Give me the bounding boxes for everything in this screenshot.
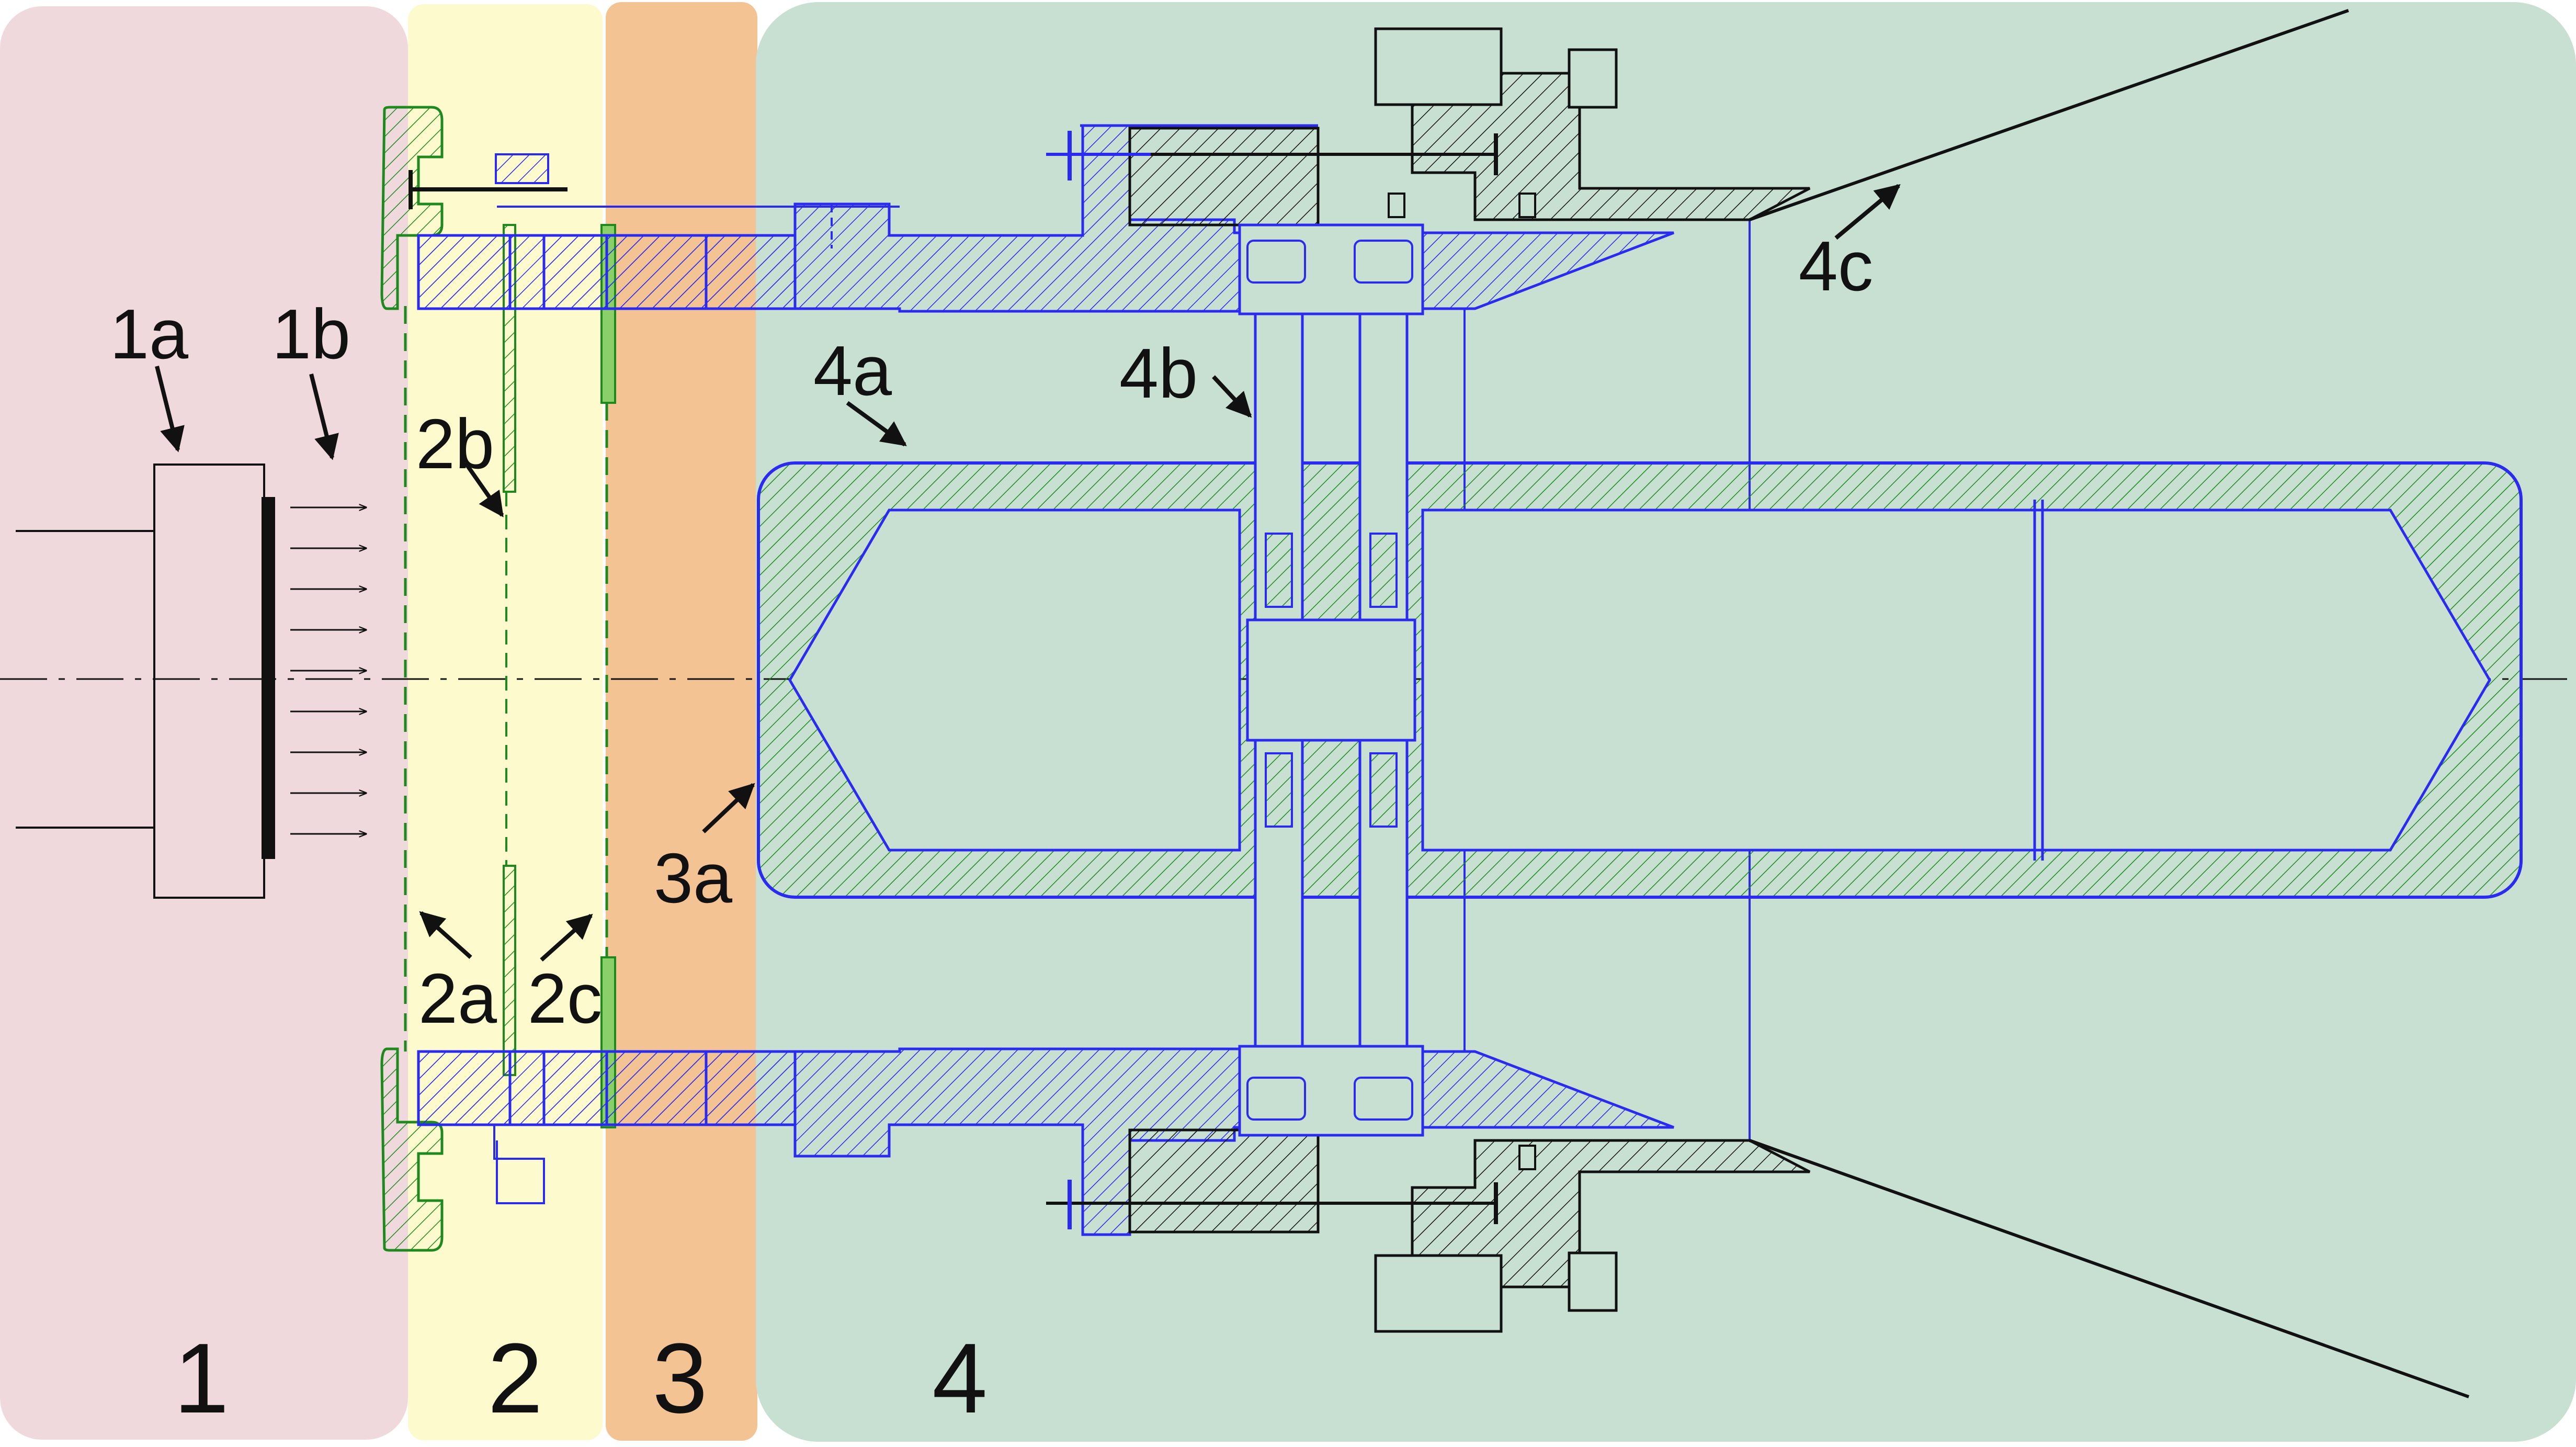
- zone-number-2: 2: [487, 1323, 543, 1434]
- top-connector-pin: [408, 170, 568, 209]
- flange-blocks-top: [417, 234, 797, 310]
- zone-number-4: 4: [932, 1323, 988, 1434]
- label-2c: 2c: [528, 959, 603, 1038]
- chamber-4a: [757, 461, 2523, 899]
- label-4c: 4c: [1799, 227, 1874, 306]
- flange-blocks-bottom: [417, 1050, 797, 1126]
- zone-3-background: [606, 2, 757, 1441]
- label-2b: 2b: [416, 404, 494, 483]
- zone-number-3: 3: [652, 1323, 708, 1434]
- label-3a: 3a: [654, 839, 733, 918]
- label-1a: 1a: [110, 295, 189, 374]
- label-1b: 1b: [272, 295, 350, 374]
- label-2a: 2a: [418, 959, 497, 1038]
- leader-arrows: [155, 184, 1901, 962]
- outer-cone-4c: [1749, 9, 2470, 1398]
- top-connector-block: [495, 153, 549, 184]
- emitter-plate-1b: [262, 497, 275, 859]
- pillars-4b: [1238, 223, 1424, 1137]
- label-4a: 4a: [813, 331, 892, 410]
- zone-1-background: [0, 6, 408, 1440]
- zone-number-1: 1: [174, 1323, 229, 1434]
- label-4b: 4b: [1119, 334, 1198, 413]
- window-assembly-bottom: [380, 1047, 444, 1252]
- light-rays: [290, 507, 366, 834]
